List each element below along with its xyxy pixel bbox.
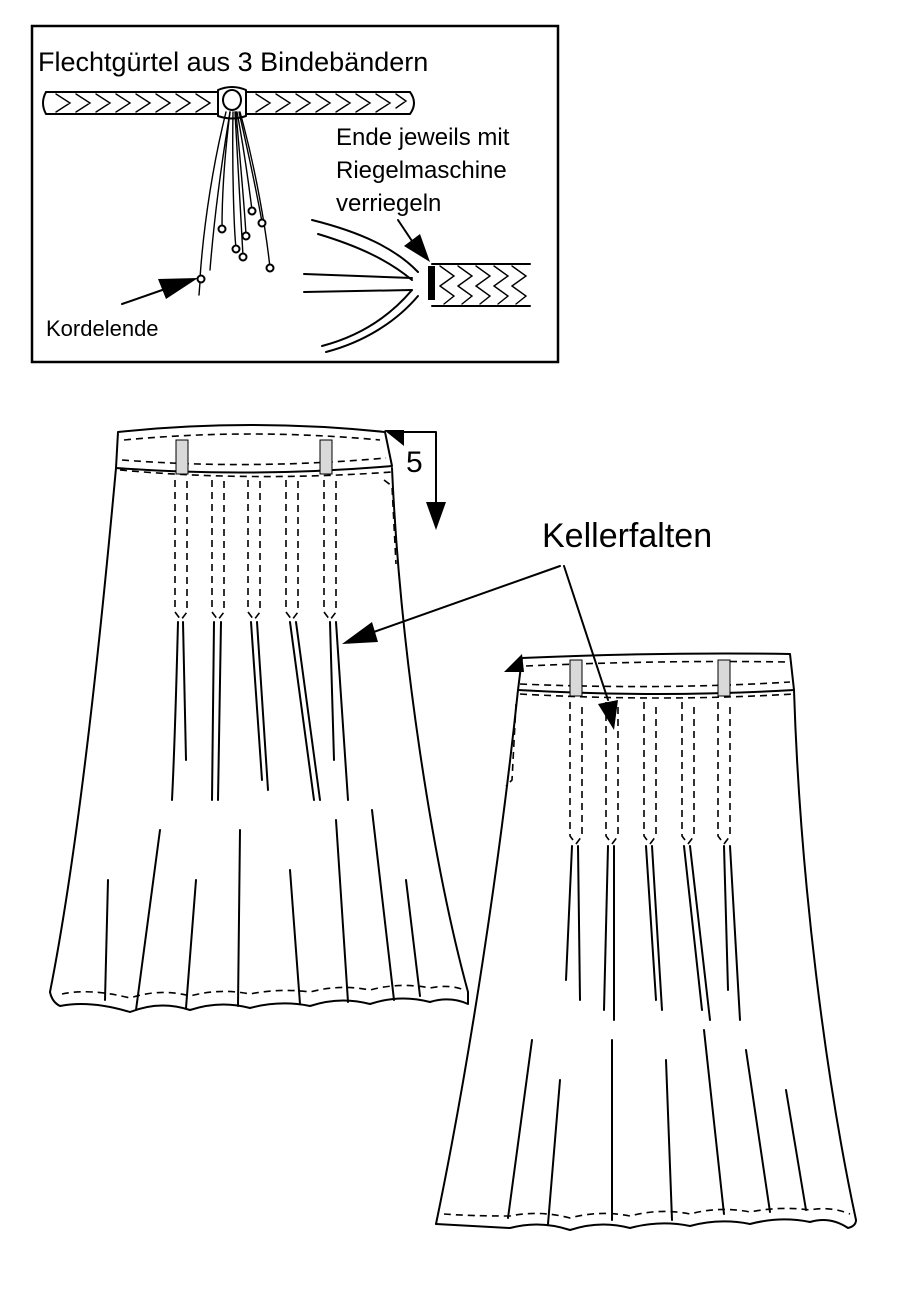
front-waistband <box>115 424 393 474</box>
lock-stitch-note-line-2: Riegelmaschine <box>336 157 507 184</box>
belt-loop-front-right <box>319 439 333 475</box>
pleat-label: Kellerfalten <box>542 517 712 555</box>
lock-stitch-note-line-1: Ende jeweils mit <box>336 124 510 151</box>
skirt-back-view <box>435 652 857 1231</box>
waistband-measurement: 5 <box>384 430 446 530</box>
belt-detail-panel: Flechtgürtel aus 3 Bindebändern <box>30 24 560 364</box>
belt-loop-front-left <box>175 439 189 475</box>
pleat-label-arrows <box>342 565 618 730</box>
braided-belt <box>42 86 415 120</box>
skirt-front-view: 5 <box>49 424 469 1013</box>
lock-stitch-note: Ende jeweils mit Riegelmaschine verriege… <box>336 124 516 217</box>
back-pleats <box>507 702 807 1225</box>
braid-end-detail <box>303 219 531 353</box>
belt-detail-title: Flechtgürtel aus 3 Bindebändern <box>38 47 428 77</box>
cord-end-arrow <box>121 278 198 305</box>
lock-stitch-bar <box>428 266 435 300</box>
front-pleats <box>104 480 421 1011</box>
belt-cords <box>196 111 275 296</box>
measurement-value: 5 <box>406 446 423 479</box>
back-waistband <box>517 652 795 695</box>
belt-loop-back-right <box>717 659 731 697</box>
belt-loop-back-left <box>569 659 583 697</box>
lock-stitch-note-line-3: verriegeln <box>336 190 441 217</box>
cord-end-label: Kordelende <box>46 316 159 341</box>
